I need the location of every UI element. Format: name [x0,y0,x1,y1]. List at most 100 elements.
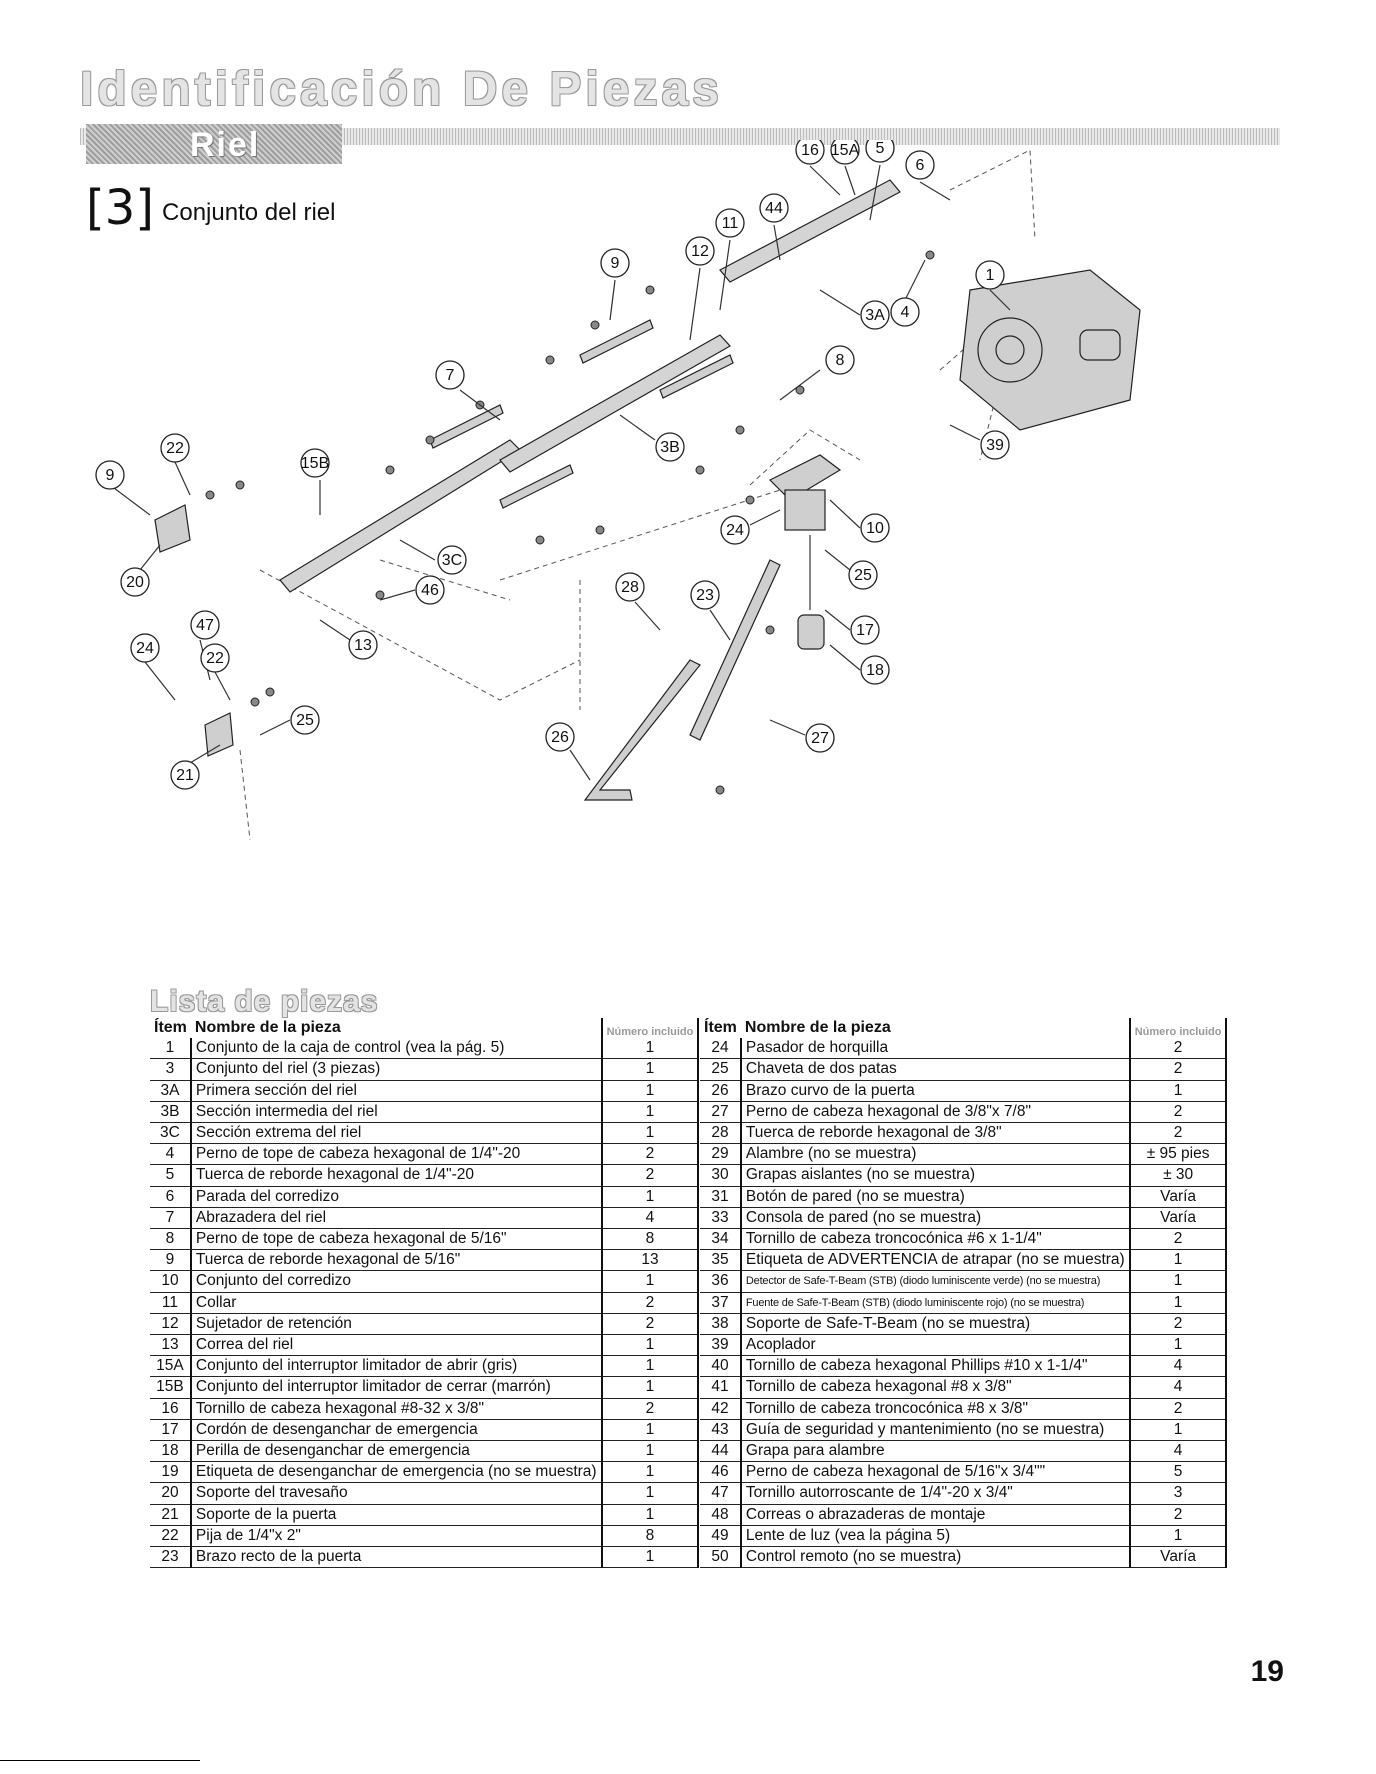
cell-qty: 1 [600,1270,700,1293]
svg-text:28: 28 [621,579,639,596]
parts-list-title: Lista de piezas [150,985,379,1018]
cell-name: Tornillo de cabeza hexagonal #8 x 3/8" [739,1376,1130,1399]
svg-text:18: 18 [866,662,884,679]
cell-item: 33 [700,1207,741,1230]
col-item: Ítem [154,1019,187,1036]
callout: 15B [300,448,330,515]
straight-door-arm [689,559,781,741]
cell-name: Conjunto del interruptor limitador de ce… [189,1376,602,1399]
cell-item: 4 [150,1143,191,1166]
cell-item: 26 [700,1080,741,1102]
cell-item: 18 [150,1440,191,1463]
assembly-heading: [3] Conjunto del riel [86,180,335,236]
callout: 22 [200,643,231,701]
cell-qty: 1 [600,1355,700,1378]
svg-text:15A: 15A [831,142,860,159]
section-banner-label: Riel [190,126,261,164]
cell-name: Acoplador [739,1334,1130,1357]
cell-name: Guía de seguridad y mantenimiento (no se… [739,1419,1130,1442]
svg-text:47: 47 [196,617,214,634]
callout: 44 [759,193,789,261]
cell-name: Correas o abrazaderas de montaje [739,1504,1130,1526]
svg-text:22: 22 [166,440,184,457]
callout: 3A [819,289,890,330]
col-name: Nombre de la pieza [194,1019,341,1036]
cell-name: Etiqueta de desenganchar de emergencia (… [189,1461,602,1484]
cell-name: Soporte de la puerta [189,1504,602,1526]
cell-qty: 2 [600,1398,700,1420]
cell-item: 43 [700,1419,741,1442]
svg-text:16: 16 [801,142,819,159]
callout: 39 [949,424,1010,460]
cell-item: 39 [700,1334,741,1357]
callout: 3C [399,539,467,575]
footer-rule [0,1760,200,1761]
callout: 7 [435,360,501,421]
cell-name: Brazo curvo de la puerta [739,1080,1130,1102]
cell-item: 30 [700,1164,741,1187]
cell-item: 24 [700,1038,741,1060]
cell-name: Perno de cabeza hexagonal de 5/16"x 3/4"… [739,1461,1130,1484]
cell-item: 48 [700,1504,741,1526]
cell-item: 27 [700,1101,741,1124]
callout: 10 [829,499,890,543]
callout: 25 [259,705,320,736]
callout: 18 [829,644,890,685]
page-title: Identificación De Piezas [80,63,723,116]
svg-text:24: 24 [136,640,154,657]
cell-qty: 1 [1128,1249,1228,1272]
part-callouts: 16 15A 5 6 44 11 12 9 1 3A 4 8 7 39 3B 2… [95,140,1011,790]
cell-qty: 2 [600,1164,700,1187]
cell-qty: Varía [1128,1546,1228,1569]
col-name: Nombre de la pieza [744,1019,891,1036]
cell-qty: 2 [1128,1101,1228,1124]
cell-name: Cordón de desenganchar de emergencia [189,1419,602,1442]
callout: 4 [890,259,926,327]
cell-qty: ± 30 [1128,1164,1228,1187]
cell-name: Conjunto del interruptor limitador de ab… [189,1355,602,1378]
cell-qty: 4 [1128,1355,1228,1378]
cell-name: Alambre (no se muestra) [739,1143,1130,1166]
cell-item: 40 [700,1355,741,1378]
cell-name: Conjunto de la caja de control (vea la p… [189,1038,602,1060]
cell-qty: 13 [600,1249,700,1272]
trolley-assembly [768,454,842,650]
cell-qty: 2 [600,1143,700,1166]
rail-section-middle [499,334,731,473]
cell-name: Pasador de horquilla [739,1038,1130,1060]
svg-text:15B: 15B [301,455,329,472]
section-banner-rule [80,128,1280,145]
svg-text:23: 23 [696,587,714,604]
svg-text:11: 11 [722,215,739,232]
cell-item: 37 [700,1292,741,1314]
cell-qty: Varía [1128,1186,1228,1208]
rail-bracket [429,404,504,449]
cell-item: 38 [700,1313,741,1336]
svg-text:25: 25 [296,712,314,729]
door-arms [583,559,781,801]
cell-qty: 1 [600,1186,700,1208]
cell-qty: 1 [600,1122,700,1145]
cell-name: Fuente de Safe-T-Beam (STB) (diodo lumin… [739,1292,1130,1314]
cell-qty: 2 [1128,1398,1228,1420]
cell-qty: 2 [600,1313,700,1336]
cell-name: Lente de luz (vea la página 5) [739,1525,1130,1548]
cell-qty: 1 [600,1080,700,1102]
callout: 17 [824,609,880,645]
